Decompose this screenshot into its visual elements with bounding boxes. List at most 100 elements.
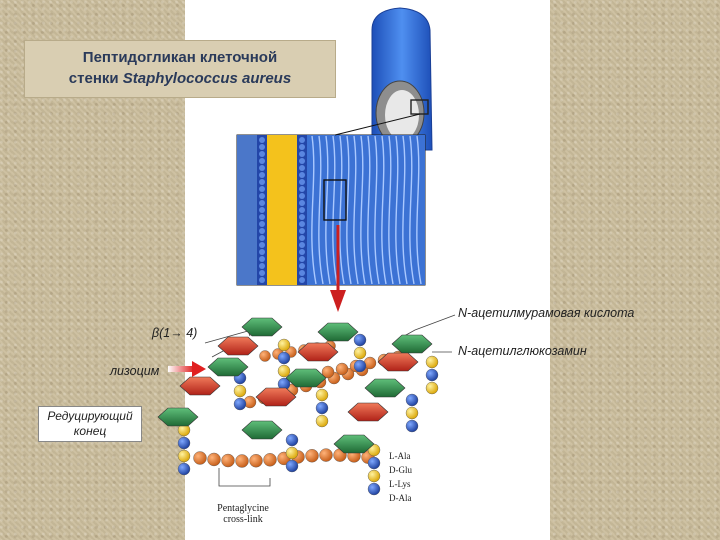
glcnac-sugar (157, 407, 199, 427)
membrane-bead (259, 144, 265, 150)
membrane-bead (259, 137, 265, 143)
glycine-bead (221, 453, 235, 468)
wall-fiber (346, 135, 352, 285)
membrane-bead (299, 137, 305, 143)
membrane-bead (259, 158, 265, 164)
glycine-bead (335, 362, 349, 376)
wall-fiber (374, 135, 380, 285)
peptidoglycan-chains (157, 317, 439, 496)
membrane-bead (299, 151, 305, 157)
title-line-2-prefix: стенки (68, 70, 123, 87)
amino-acid-bead (315, 388, 329, 402)
title-line-2: стенки Staphylococcus aureus (25, 70, 335, 87)
membrane-bead (299, 249, 305, 255)
glcnac-sugar (391, 334, 433, 354)
glcnac-label: N-ацетилглюкозамин (458, 344, 587, 358)
murnac-sugar (377, 352, 419, 372)
membrane-bead (259, 214, 265, 220)
amino-acid-label-3: L-Lys (389, 479, 411, 489)
membrane-bead (259, 186, 265, 192)
glycine-bead (259, 350, 271, 362)
membrane-bead (259, 200, 265, 206)
amino-acid-bead (315, 414, 329, 428)
membrane-bead (259, 249, 265, 255)
membrane-bead (259, 242, 265, 248)
amino-acid-bead (285, 433, 299, 447)
amino-acid-bead (233, 397, 247, 411)
pentaglycine-line-1: Pentaglycine (217, 503, 269, 514)
amino-acid-label-4: D-Ala (389, 493, 412, 503)
amino-acid-bead (405, 419, 419, 433)
wall-fiber (332, 135, 338, 285)
reducing-end-label: Редуцирующий конец (38, 406, 142, 442)
amino-acid-bead (353, 333, 367, 347)
amino-acid-label-1: L-Ala (389, 451, 411, 461)
membrane-bead (299, 200, 305, 206)
amino-acid-bead (277, 351, 291, 365)
amino-acid-bead (405, 393, 419, 407)
glycine-bead (207, 452, 221, 467)
murnac-sugar (179, 376, 221, 396)
membrane-bead (259, 277, 265, 283)
lysozyme-label: лизоцим (110, 364, 160, 378)
glcnac-sugar (333, 434, 375, 454)
membrane-bead (299, 277, 305, 283)
amino-acid-bead (367, 469, 381, 483)
wall-fiber (325, 135, 331, 285)
membrane-bead (259, 207, 265, 213)
glcnac-sugar (207, 357, 249, 377)
amino-acid-bead (425, 368, 439, 382)
membrane-bead (259, 193, 265, 199)
wall-fiber (416, 135, 422, 285)
murnac-sugar (255, 387, 297, 407)
wall-fiber (339, 135, 345, 285)
glycine-bead (319, 448, 333, 462)
murnac-label: N-ацетилмурамовая кислота (458, 306, 635, 320)
glycine-bead (305, 449, 319, 463)
membrane-bead (299, 214, 305, 220)
amino-acid-bead (177, 462, 191, 476)
glcnac-sugar (241, 317, 283, 337)
bacterial-cell (371, 7, 433, 151)
wall-fiber (367, 135, 373, 285)
wall-fiber (353, 135, 359, 285)
title-box: Пептидогликан клеточной стенки Staphyloc… (24, 40, 336, 98)
pentaglycine-label: Pentaglycine cross-link (198, 503, 288, 525)
reducing-end-line-2: конец (73, 424, 107, 438)
amino-acid-bead (277, 338, 291, 352)
amino-acid-bead (425, 355, 439, 369)
zoom-arrow (330, 225, 346, 312)
pentaglycine-line-2: cross-link (223, 514, 263, 525)
membrane-bead (299, 270, 305, 276)
membrane-bead (259, 256, 265, 262)
amino-acid-label-2: D-Glu (389, 465, 412, 475)
membrane-bead (299, 158, 305, 164)
wall-fiber (381, 135, 387, 285)
amino-acid-bead (285, 446, 299, 460)
cell-wall-section (236, 113, 426, 286)
membrane-bead (299, 221, 305, 227)
glycine-bead (193, 451, 207, 465)
amino-acid-bead (177, 436, 191, 450)
membrane-bead (259, 179, 265, 185)
amino-acid-bead (277, 364, 291, 378)
murnac-sugar (297, 342, 339, 362)
membrane-bead (259, 172, 265, 178)
amino-acid-bead (315, 401, 329, 415)
membrane-bead (259, 221, 265, 227)
murnac-sugar (217, 336, 259, 356)
wall-fiber (318, 135, 324, 285)
amino-acid-bead (367, 482, 381, 496)
wall-fiber (395, 135, 401, 285)
glcnac-sugar (364, 378, 406, 398)
wall-fiber (311, 135, 317, 285)
membrane-bead (299, 179, 305, 185)
amino-acid-bead (353, 359, 367, 373)
membrane-bead (259, 263, 265, 269)
membrane-bead (299, 193, 305, 199)
amino-acid-bead (177, 449, 191, 463)
glycine-bead (321, 365, 335, 379)
bond-label: β(1→ 4) (152, 326, 198, 340)
amino-acid-bead (233, 384, 247, 398)
wall-fiber (402, 135, 408, 285)
